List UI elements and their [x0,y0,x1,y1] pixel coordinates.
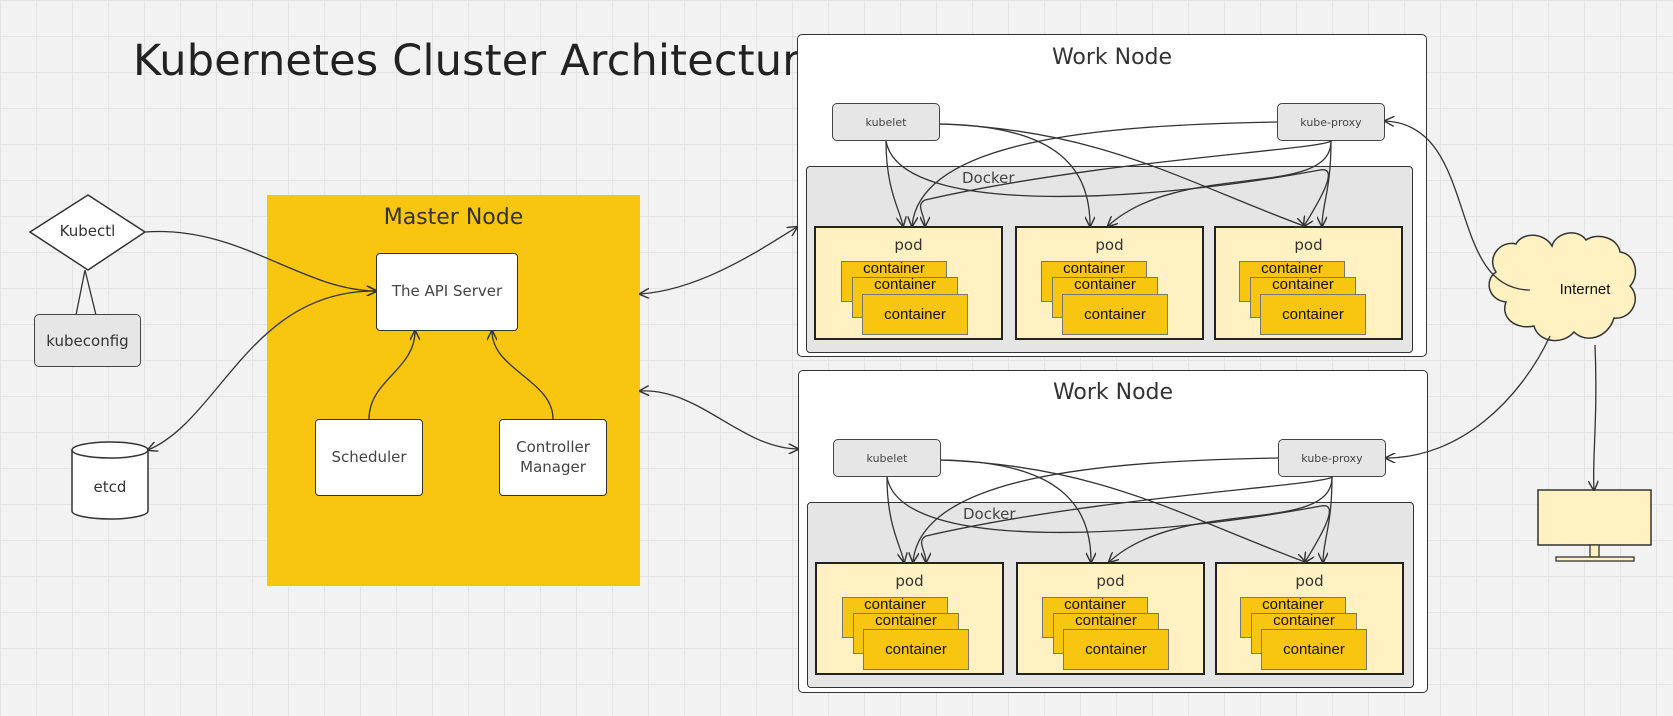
container-box[interactable]: container [862,294,968,335]
container-box[interactable]: container [1260,294,1366,335]
container-label: container [1085,641,1147,658]
internet-label: Internet [1559,281,1611,298]
pod-label: pod [895,572,924,590]
kubelet-label: kubelet [865,115,907,129]
controller-manager-box[interactable]: Controller Manager [499,419,607,496]
monitor-icon [1537,489,1652,562]
kube-proxy-label: kube-proxy [1300,115,1362,129]
controller-manager-label: Controller Manager [516,438,590,476]
container-label: container [1084,306,1146,323]
pod-label: pod [1294,236,1323,254]
scheduler-box[interactable]: Scheduler [315,419,423,496]
container-label: container [884,306,946,323]
kubeconfig-label: kubeconfig [46,331,129,350]
kubelet-label: kubelet [866,451,908,465]
master-node-label: Master Node [383,205,524,230]
kubectl-label: Kubectl [59,222,116,240]
container-box[interactable]: container [1261,629,1367,670]
pod-label: pod [894,236,923,254]
container-label: container [885,641,947,658]
page-title: Kubernetes Cluster Architecture [133,36,826,86]
etcd-label: etcd [93,478,127,496]
pod-label: pod [1095,236,1124,254]
container-label: container [1282,306,1344,323]
etcd-cylinder-shape [71,441,149,520]
api-server-label: The API Server [391,282,503,301]
kubectl-kubeconfig-connector [75,269,97,316]
kube-proxy-box-2[interactable]: kube-proxy [1278,439,1386,477]
scheduler-label: Scheduler [331,447,407,466]
container-label: container [1283,641,1345,658]
api-server-box[interactable]: The API Server [376,253,518,331]
pod-label: pod [1295,572,1324,590]
container-box[interactable]: container [1062,294,1168,335]
container-box[interactable]: container [1063,629,1169,670]
kubectl-shape [28,194,147,271]
kubeconfig-box[interactable]: kubeconfig [34,314,141,367]
work-node-1-label: Work Node [1051,45,1173,70]
work-node-2-label: Work Node [1052,380,1174,405]
kube-proxy-label: kube-proxy [1301,451,1363,465]
container-box[interactable]: container [863,629,969,670]
pod-label: pod [1096,572,1125,590]
